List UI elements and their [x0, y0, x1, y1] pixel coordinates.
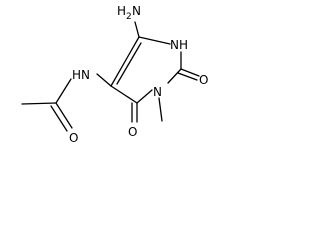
bond-c6-n1 — [138, 36, 171, 45]
label-o-ring-bottom: O — [128, 125, 137, 139]
label-n-methyl: N — [153, 85, 162, 99]
bond-c6-nh2 — [134, 21, 140, 38]
label-amino-n: N — [132, 4, 141, 18]
bond-carbonyl-ch3 — [21, 102, 57, 105]
bonds — [21, 21, 200, 132]
molecule-diagram: H 2 N NH O N HN O O — [0, 0, 231, 155]
label-amino-subscript: 2 — [126, 12, 132, 22]
bond-c2-n3 — [167, 68, 182, 84]
atom-labels: H 2 N NH O N HN O O — [69, 4, 208, 145]
bond-c2-o-a — [180, 68, 200, 77]
bond-carbonyl-o-b — [50, 105, 68, 132]
label-o-ring-right: O — [199, 73, 208, 87]
label-ring-nh: NH — [170, 38, 188, 52]
bond-n3-c4 — [136, 89, 153, 104]
bond-c5-c6-b — [116, 42, 142, 85]
structure-svg: H 2 N NH O N HN O O — [21, 4, 208, 145]
bond-c5-c6-a — [110, 36, 140, 87]
label-o-acetyl: O — [69, 131, 78, 145]
bond-c4-c5 — [110, 85, 138, 104]
bond-c5-hn — [96, 73, 112, 87]
bond-hn-carbonyl — [55, 78, 72, 104]
bond-n3-methyl — [158, 97, 163, 122]
bond-c2-o-b — [177, 72, 198, 81]
label-amino-h: H — [117, 4, 126, 18]
label-amide-hn: HN — [72, 68, 90, 82]
bond-carbonyl-o-a — [55, 102, 73, 129]
